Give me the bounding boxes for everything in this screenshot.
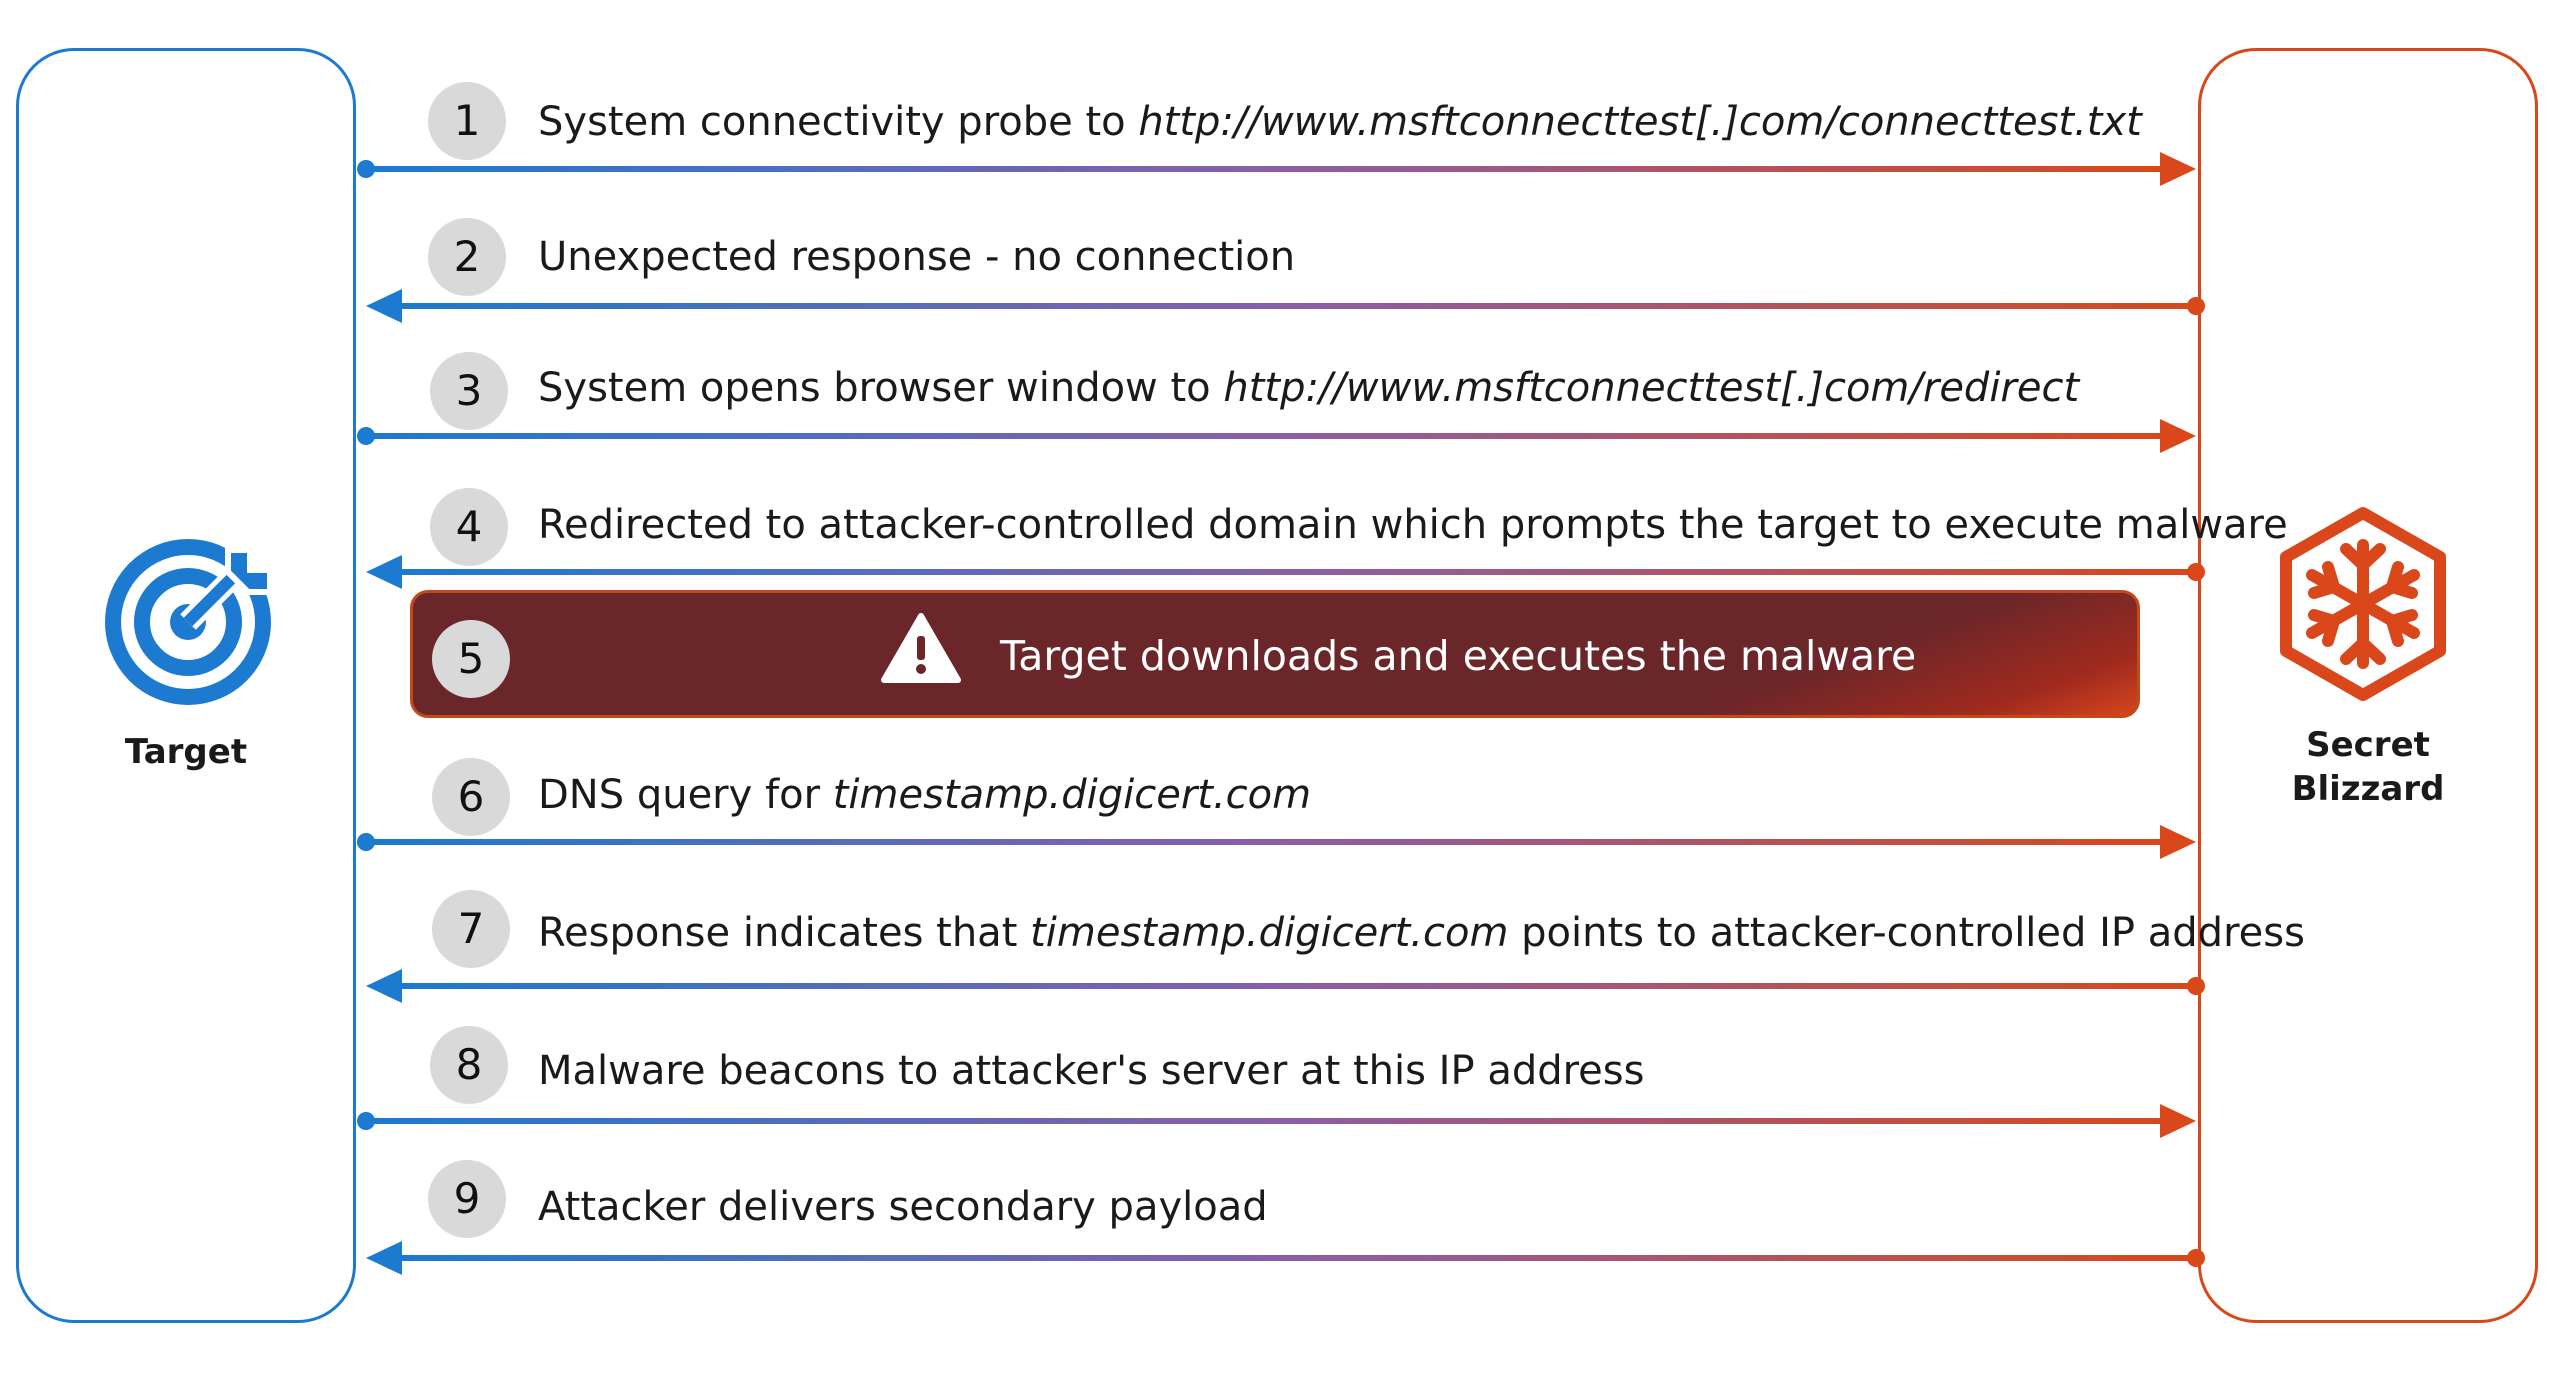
step-text-4: Redirected to attacker-controlled domain… [538, 497, 2288, 553]
arrow-line [396, 569, 2196, 575]
arrow-line [396, 983, 2196, 989]
step-text-italic: http://www.msftconnecttest[.]com/redirec… [1223, 365, 2080, 411]
arrow-step-1 [357, 152, 2196, 186]
step-text-2: Unexpected response - no connection [538, 229, 1295, 285]
arrow-head [366, 1241, 402, 1275]
arrow-head [2160, 825, 2196, 859]
arrow-origin-dot [2187, 563, 2205, 581]
arrow-line [396, 1255, 2196, 1261]
arrow-line [366, 1118, 2166, 1124]
secret-blizzard-label-line1: Secret [2306, 725, 2430, 765]
arrow-origin-dot [2187, 297, 2205, 315]
step-number-8: 8 [430, 1026, 508, 1104]
target-icon [100, 530, 280, 714]
arrow-step-2 [366, 289, 2205, 323]
arrow-origin-dot [357, 833, 375, 851]
arrow-step-9 [366, 1241, 2205, 1275]
arrow-step-8 [357, 1104, 2196, 1138]
secret-blizzard-label: Secret Blizzard [2198, 723, 2538, 811]
arrow-head [366, 289, 402, 323]
arrow-head [366, 969, 402, 1003]
arrow-line [396, 303, 2196, 309]
step-text-italic: timestamp.digicert.com [1030, 910, 1509, 956]
target-panel [16, 48, 356, 1323]
banner-text: Target downloads and executes the malwar… [1000, 632, 1917, 680]
step-text-8: Malware beacons to attacker's server at … [538, 1043, 1644, 1099]
step-text-6: DNS query for timestamp.digicert.com [538, 767, 1311, 823]
step-text-plain: System opens browser window to [538, 365, 1224, 411]
step-number-2: 2 [428, 218, 506, 296]
step-text-plain: Response indicates that [538, 910, 1031, 956]
arrow-head [2160, 1104, 2196, 1138]
arrow-step-7 [366, 969, 2205, 1003]
step-text-1: System connectivity probe to http://www.… [538, 94, 2142, 150]
step-text-plain: Redirected to attacker-controlled domain… [538, 502, 2288, 548]
arrow-line [366, 433, 2166, 439]
step-number-5: 5 [432, 620, 510, 698]
arrow-head [2160, 419, 2196, 453]
step-text-italic: timestamp.digicert.com [832, 772, 1312, 818]
target-label: Target [124, 732, 248, 772]
step-text-plain: Unexpected response - no connection [538, 234, 1296, 280]
step-number-9: 9 [428, 1160, 506, 1238]
malware-execution-banner [410, 590, 2140, 718]
arrow-step-6 [357, 825, 2196, 859]
arrow-origin-dot [2187, 977, 2205, 995]
step-number-1: 1 [428, 82, 506, 160]
arrow-origin-dot [2187, 1249, 2205, 1267]
step-text-9: Attacker delivers secondary payload [538, 1179, 1268, 1235]
warning-icon [880, 612, 962, 688]
step-text-3: System opens browser window to http://ww… [538, 360, 2079, 416]
step-text-plain: Malware beacons to attacker's server at … [538, 1048, 1645, 1094]
step-number-3: 3 [430, 352, 508, 430]
snowflake-hexagon-icon [2268, 505, 2458, 709]
arrow-origin-dot [357, 1112, 375, 1130]
arrow-head [366, 555, 402, 589]
step-text-7: Response indicates that timestamp.digice… [538, 905, 2305, 961]
arrow-line [366, 166, 2166, 172]
step-number-4: 4 [430, 488, 508, 566]
arrow-origin-dot [357, 427, 375, 445]
arrow-line [366, 839, 2166, 845]
step-text-after: points to attacker-controlled IP address [1508, 910, 2305, 956]
step-text-italic: http://www.msftconnecttest[.]com/connect… [1138, 99, 2142, 145]
arrow-step-4 [366, 555, 2205, 589]
secret-blizzard-label-line2: Blizzard [2291, 769, 2445, 809]
step-number-7: 7 [432, 890, 510, 968]
step-number-6: 6 [432, 758, 510, 836]
step-text-plain: Attacker delivers secondary payload [538, 1184, 1268, 1230]
step-text-plain: DNS query for [538, 772, 833, 818]
arrow-step-3 [357, 419, 2196, 453]
step-text-plain: System connectivity probe to [538, 99, 1139, 145]
arrow-head [2160, 152, 2196, 186]
arrow-origin-dot [357, 160, 375, 178]
